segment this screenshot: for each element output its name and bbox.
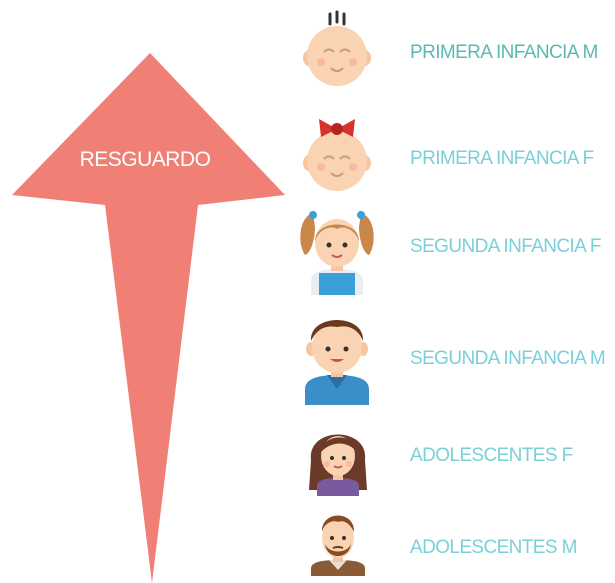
row-label-segunda-infancia-f: SEGUNDA INFANCIA F [410, 236, 601, 257]
row-label-primera-infancia-f: PRIMERA INFANCIA F [410, 148, 594, 169]
row-label-segunda-infancia-m: SEGUNDA INFANCIA M [410, 348, 606, 369]
arrow-label: RESGUARDO [79, 148, 211, 171]
row-label-adolescentes-f: ADOLESCENTES F [410, 445, 573, 466]
baby-boy-icon [303, 10, 371, 86]
arrow-shape [12, 53, 285, 583]
row-label-adolescentes-m: ADOLESCENTES M [410, 537, 577, 558]
row-label-primera-infancia-m: PRIMERA INFANCIA M [410, 42, 598, 63]
baby-girl-icon [303, 119, 371, 191]
boy-icon [305, 320, 369, 405]
teen-boy-icon [311, 515, 365, 576]
teen-girl-icon [309, 434, 367, 496]
girl-pigtails-icon [300, 211, 374, 295]
